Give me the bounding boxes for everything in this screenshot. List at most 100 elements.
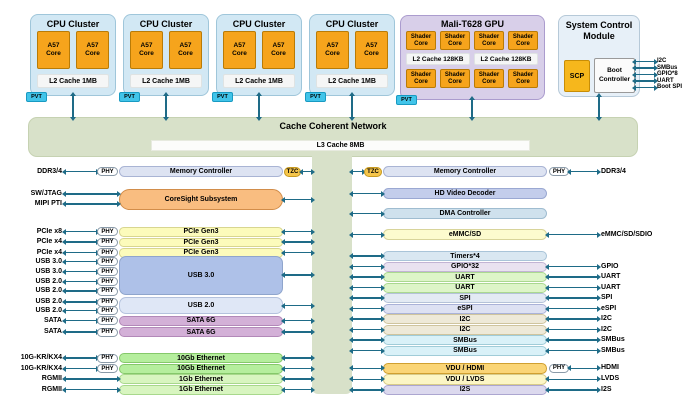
scm-port-label: UART: [657, 77, 674, 84]
block-timers: Timers*4: [383, 251, 547, 261]
block-hd-video-decoder: HD Video Decoder: [383, 188, 547, 199]
cpu-cluster-title: CPU Cluster: [325, 19, 379, 29]
ext-label-espi: eSPI: [601, 304, 617, 312]
ccn-title: Cache Coherent Network: [279, 121, 387, 131]
h-arrow: [349, 285, 385, 290]
shader-core: Shader Core: [440, 31, 470, 50]
h-arrow: [545, 232, 601, 237]
scp-block: SCP: [564, 60, 590, 92]
port-label-sata-6g-2: SATA: [43, 328, 62, 336]
block-uart-1: UART: [383, 272, 547, 282]
l3-cache: L3 Cache 8MB: [151, 140, 530, 151]
h-arrow: [545, 306, 601, 311]
block-dma-controller: DMA Controller: [383, 208, 547, 219]
port-label-sata-6g-1: SATA: [43, 316, 62, 324]
block-1gb-ethernet-2: 1Gb Ethernet: [119, 384, 283, 395]
h-arrow: [349, 295, 385, 301]
block-i2s: I2S: [383, 384, 547, 395]
port-label-pcie-gen3-2: PCIe x4: [36, 238, 62, 246]
shader-core: Shader Core: [406, 69, 436, 88]
phy-pill: PHY: [97, 237, 118, 247]
block-spi: SPI: [383, 293, 547, 303]
h-arrow: [545, 327, 601, 332]
block-10gb-ethernet-2: 10Gb Ethernet: [119, 363, 283, 374]
h-arrow: [349, 264, 385, 269]
h-arrow: [62, 201, 121, 207]
scm-port-label: I2C: [657, 58, 667, 65]
port-label-usb2-controller: USB 2.0: [35, 298, 62, 306]
phy-pill: PHY: [97, 306, 118, 315]
block-memory-controller-left: Memory Controller: [119, 166, 283, 177]
h-arrow: [349, 387, 385, 392]
h-arrow: [62, 299, 100, 305]
h-arrow: [62, 279, 100, 284]
h-arrow: [349, 191, 385, 196]
phy-pill: PHY: [97, 267, 118, 276]
h-arrow: [349, 316, 385, 322]
h-arrow: [281, 250, 315, 255]
h-arrow: [281, 229, 315, 234]
v-arrow: [70, 92, 76, 121]
a57-core: A57 Core: [169, 31, 202, 69]
h-arrow: [545, 337, 601, 343]
v-arrow: [163, 92, 169, 121]
h-arrow: [62, 318, 100, 323]
block-usb2-controller: USB 2.0: [119, 297, 283, 314]
h-arrow: [281, 387, 315, 392]
port-label-usb2-controller: USB 2.0: [35, 306, 62, 314]
h-arrow: [545, 274, 601, 280]
h-arrow: [62, 288, 100, 294]
port-label-10gb-ethernet-1: 10G-KR/KX4: [20, 354, 62, 362]
phy-pill: PHY: [97, 257, 118, 266]
h-arrow: [281, 355, 315, 361]
port-label-1gb-ethernet-1: RGMII: [41, 375, 62, 383]
h-arrow: [281, 239, 315, 245]
h-arrow: [62, 269, 100, 274]
h-arrow: [349, 306, 385, 311]
block-i2c-1: I2C: [383, 314, 547, 324]
ext-label-smbus-2: SMBus: [601, 346, 625, 354]
h-arrow: [349, 253, 385, 259]
block-uart-2: UART: [383, 282, 547, 293]
a57-core: A57 Core: [262, 31, 295, 69]
shader-core: Shader Core: [474, 31, 504, 50]
phy-pill: PHY: [97, 227, 118, 237]
cache-coherent-network: Cache Coherent Network L3 Cache 8MB: [28, 117, 638, 157]
pvt-badge: PVT: [26, 92, 47, 102]
ext-label-memory-controller-right: DDR3/4: [601, 167, 626, 175]
h-arrow: [62, 376, 121, 382]
phy-pill: PHY: [97, 286, 118, 296]
h-arrow: [567, 365, 601, 371]
boot-controller: Boot Controller: [594, 58, 635, 93]
h-arrow: [545, 295, 601, 301]
h-arrow: [349, 169, 366, 174]
h-arrow: [62, 366, 100, 371]
ext-label-uart-1: UART: [601, 273, 621, 281]
pvt-badge: PVT: [212, 92, 233, 102]
h-arrow: [62, 250, 100, 255]
phy-pill: PHY: [549, 363, 569, 373]
phy-pill: PHY: [97, 353, 118, 363]
a57-core: A57 Core: [223, 31, 256, 69]
block-pcie-gen3-2: PCIe Gen3: [119, 237, 283, 247]
h-arrow: [349, 327, 385, 332]
l2-cache-1mb: L2 Cache 1MB: [316, 74, 388, 88]
h-arrow: [349, 365, 385, 371]
gpu-title: Mali-T628 GPU: [440, 19, 505, 29]
port-label-10gb-ethernet-2: 10G-KR/KX4: [20, 364, 62, 372]
block-vdu-lvds: VDU / LVDS: [383, 374, 547, 385]
l2-cache-1mb: L2 Cache 1MB: [130, 74, 202, 88]
h-arrow: [281, 303, 315, 308]
h-arrow: [349, 211, 385, 216]
ext-label-emmc-sd: eMMC/SD/SDIO: [601, 230, 653, 238]
a57-core: A57 Core: [76, 31, 109, 69]
block-emmc-sd: eMMC/SD: [383, 229, 547, 240]
block-memory-controller-right: Memory Controller: [383, 166, 547, 177]
h-arrow: [349, 337, 385, 343]
phy-pill: PHY: [549, 167, 569, 176]
gpu-l2-cache: L2 Cache 128KB: [474, 53, 538, 65]
ext-label-i2c-1: I2C: [601, 315, 612, 323]
scm-port-label: Boot SPI: [657, 84, 682, 91]
h-arrow: [281, 366, 315, 371]
